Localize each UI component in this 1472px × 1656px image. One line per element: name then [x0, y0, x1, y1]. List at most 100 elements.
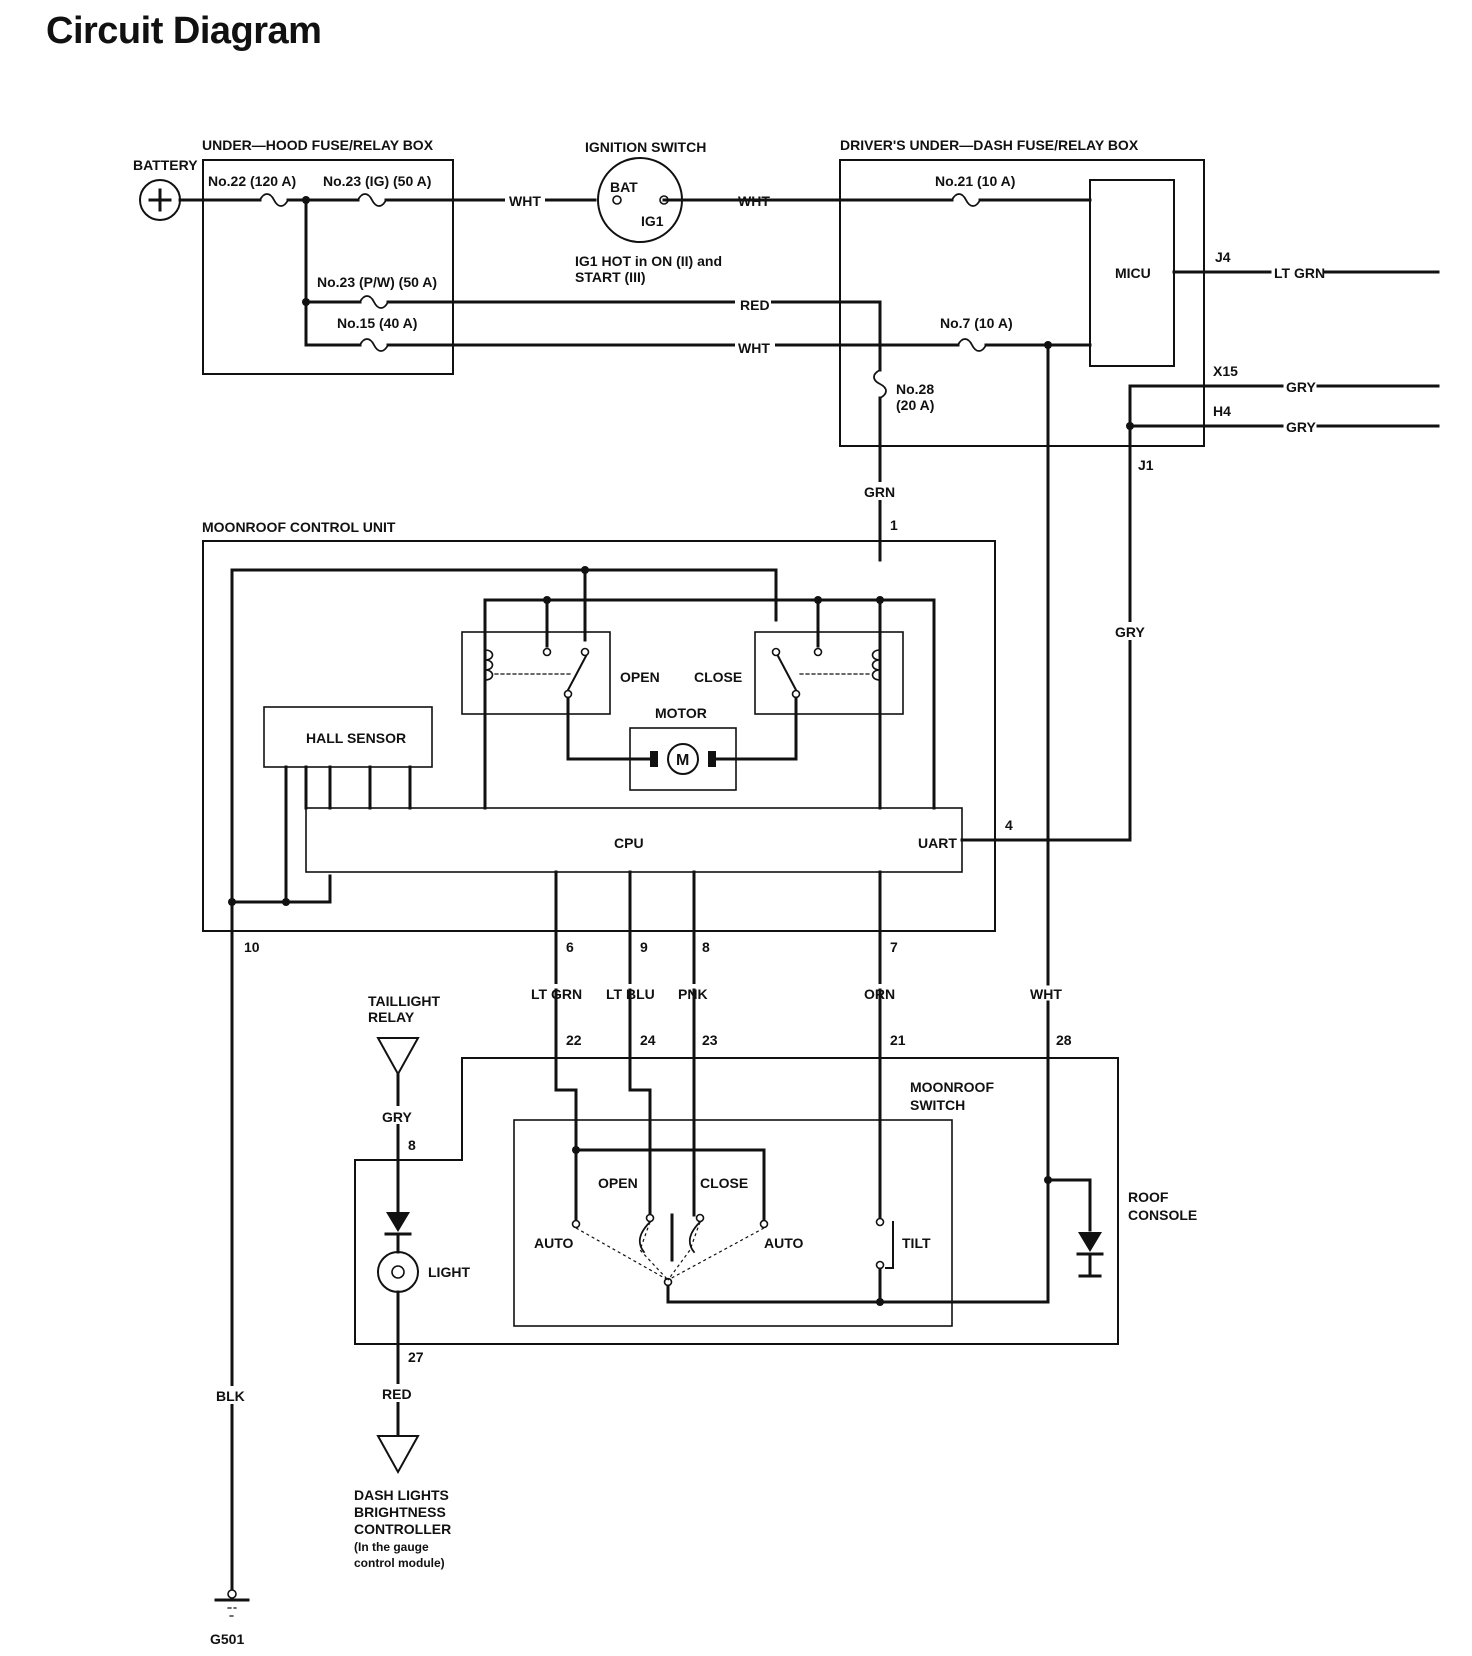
roof-console: ROOF CONSOLE MOONROOF SWITCH OPEN CLOSE …: [354, 988, 1197, 1345]
dash-lights-controller-symbol: [376, 1435, 420, 1475]
motor-m-label: M: [676, 752, 689, 769]
hall-sensor-label: HALL SENSOR: [306, 730, 406, 746]
fuse-7-symbol: [957, 338, 987, 352]
taillight-relay-label-2: RELAY: [368, 1009, 415, 1025]
underdash-box-outline: [839, 159, 1205, 447]
taillight-relay-label-1: TAILLIGHT: [368, 993, 441, 1009]
pin-27: 27: [408, 1349, 424, 1365]
pin-8: 8: [702, 939, 710, 955]
underhood-box-label: UNDER—HOOD FUSE/RELAY BOX: [202, 137, 434, 153]
dash-label-4: (In the gauge: [354, 1540, 429, 1554]
x15-label: X15: [1213, 363, 1238, 379]
fuse-23-pw-label: No.23 (P/W) (50 A): [317, 274, 437, 290]
pin-8-taillight: 8: [408, 1137, 416, 1153]
light-label: LIGHT: [428, 1264, 470, 1280]
ground-label: G501: [210, 1631, 244, 1647]
tilt-label: TILT: [902, 1235, 931, 1251]
open-relay-coil: [484, 649, 494, 681]
fuse-21-symbol: [951, 193, 981, 207]
pin-24: 24: [640, 1032, 656, 1048]
wire-gry-out-1: GRY: [1286, 379, 1316, 395]
moonroof-switch-label-1: MOONROOF: [910, 1079, 994, 1095]
ignition-note-1: IG1 HOT in ON (II) and: [575, 253, 722, 269]
wire-red-dash: RED: [382, 1386, 412, 1402]
underhood-fuse-box: UNDER—HOOD FUSE/RELAY BOX No.22 (120 A) …: [202, 137, 952, 375]
switch-auto-left: AUTO: [534, 1235, 574, 1251]
switch-close-label: CLOSE: [700, 1175, 748, 1191]
wire-gry-out-2: GRY: [1286, 419, 1316, 435]
uart-label: UART: [918, 835, 957, 851]
ignition-switch: IGNITION SWITCH BAT IG1 IG1 HOT in ON (I…: [575, 139, 842, 285]
page-title: Circuit Diagram: [46, 10, 322, 52]
pin-4: 4: [1005, 817, 1013, 833]
underdash-box-label: DRIVER'S UNDER—DASH FUSE/RELAY BOX: [840, 137, 1139, 153]
moonroof-control-unit: MOONROOF CONTROL UNIT OPEN CL: [202, 519, 1132, 992]
wire-wht-3: WHT: [738, 340, 770, 356]
fuse-28-symbol: [873, 369, 887, 399]
fuse-22-label: No.22 (120 A): [208, 173, 296, 189]
pin-21: 21: [890, 1032, 906, 1048]
pin-10: 10: [244, 939, 260, 955]
switch-auto-right: AUTO: [764, 1235, 804, 1251]
dash-label-1: DASH LIGHTS: [354, 1487, 449, 1503]
wire-lt-grn-out: LT GRN: [1274, 265, 1325, 281]
taillight-circuit: TAILLIGHT RELAY GRY 8 LIGHT 27 RED DASH …: [354, 993, 470, 1570]
wire-grn: GRN: [864, 484, 895, 500]
ground-circuit: BLK G501: [210, 900, 250, 1647]
battery-label: BATTERY: [133, 157, 198, 173]
fuse-21-label: No.21 (10 A): [935, 173, 1015, 189]
fuse-22-symbol: [259, 193, 289, 207]
dash-label-2: BRIGHTNESS: [354, 1504, 446, 1520]
motor-label: MOTOR: [655, 705, 707, 721]
wire-gry-vertical: GRY: [1115, 624, 1145, 640]
fuse-7-label: No.7 (10 A): [940, 315, 1013, 331]
switch-open-label: OPEN: [598, 1175, 638, 1191]
fuse-15-symbol: [359, 338, 389, 352]
wire-wht-1: WHT: [509, 193, 541, 209]
fuse-23-ig-label: No.23 (IG) (50 A): [323, 173, 431, 189]
j4-label: J4: [1215, 249, 1231, 265]
wire-gry-taillight: GRY: [382, 1109, 412, 1125]
underdash-fuse-box: DRIVER'S UNDER—DASH FUSE/RELAY BOX No.21…: [838, 137, 1440, 840]
ignition-bat-label: BAT: [610, 179, 638, 195]
close-relay-label: CLOSE: [694, 669, 742, 685]
fuse-28-label-b: (20 A): [896, 397, 934, 413]
moonroof-switch-label-2: SWITCH: [910, 1097, 965, 1113]
close-relay-coil: [871, 649, 881, 681]
dash-label-5: control module): [354, 1556, 445, 1570]
open-relay-label: OPEN: [620, 669, 660, 685]
battery: BATTERY: [133, 157, 242, 221]
moonroof-control-unit-outline: [202, 540, 996, 932]
motor-symbol: [667, 743, 699, 775]
wire-red-1: RED: [740, 297, 770, 313]
roof-console-label-1: ROOF: [1128, 1189, 1169, 1205]
open-relay: [461, 631, 611, 715]
pin-7: 7: [890, 939, 898, 955]
fuse-23-pw-symbol: [359, 295, 389, 309]
taillight-relay-symbol: [376, 1037, 420, 1077]
roof-console-label-2: CONSOLE: [1128, 1207, 1197, 1223]
fuse-28-label-a: No.28: [896, 381, 934, 397]
h4-label: H4: [1213, 403, 1231, 419]
roof-console-outline: [354, 1057, 1119, 1345]
pin-9: 9: [640, 939, 648, 955]
pin-28: 28: [1056, 1032, 1072, 1048]
micu-label: MICU: [1115, 265, 1151, 281]
ignition-switch-label: IGNITION SWITCH: [585, 139, 706, 155]
cpu-label: CPU: [614, 835, 644, 851]
close-relay: [754, 631, 904, 715]
light-symbol: [377, 1251, 419, 1293]
underhood-box-outline: [202, 159, 454, 375]
moonroof-control-unit-label: MOONROOF CONTROL UNIT: [202, 519, 396, 535]
ignition-ig1-label: IG1: [641, 213, 664, 229]
pin-6: 6: [566, 939, 574, 955]
pin-22: 22: [566, 1032, 582, 1048]
fuse-15-label: No.15 (40 A): [337, 315, 417, 331]
wire-blk: BLK: [216, 1388, 245, 1404]
j1-label: J1: [1138, 457, 1154, 473]
ignition-note-2: START (III): [575, 269, 646, 285]
pin-1: 1: [890, 517, 898, 533]
fuse-23-ig-symbol: [357, 193, 387, 207]
hall-sensor: [263, 706, 433, 768]
